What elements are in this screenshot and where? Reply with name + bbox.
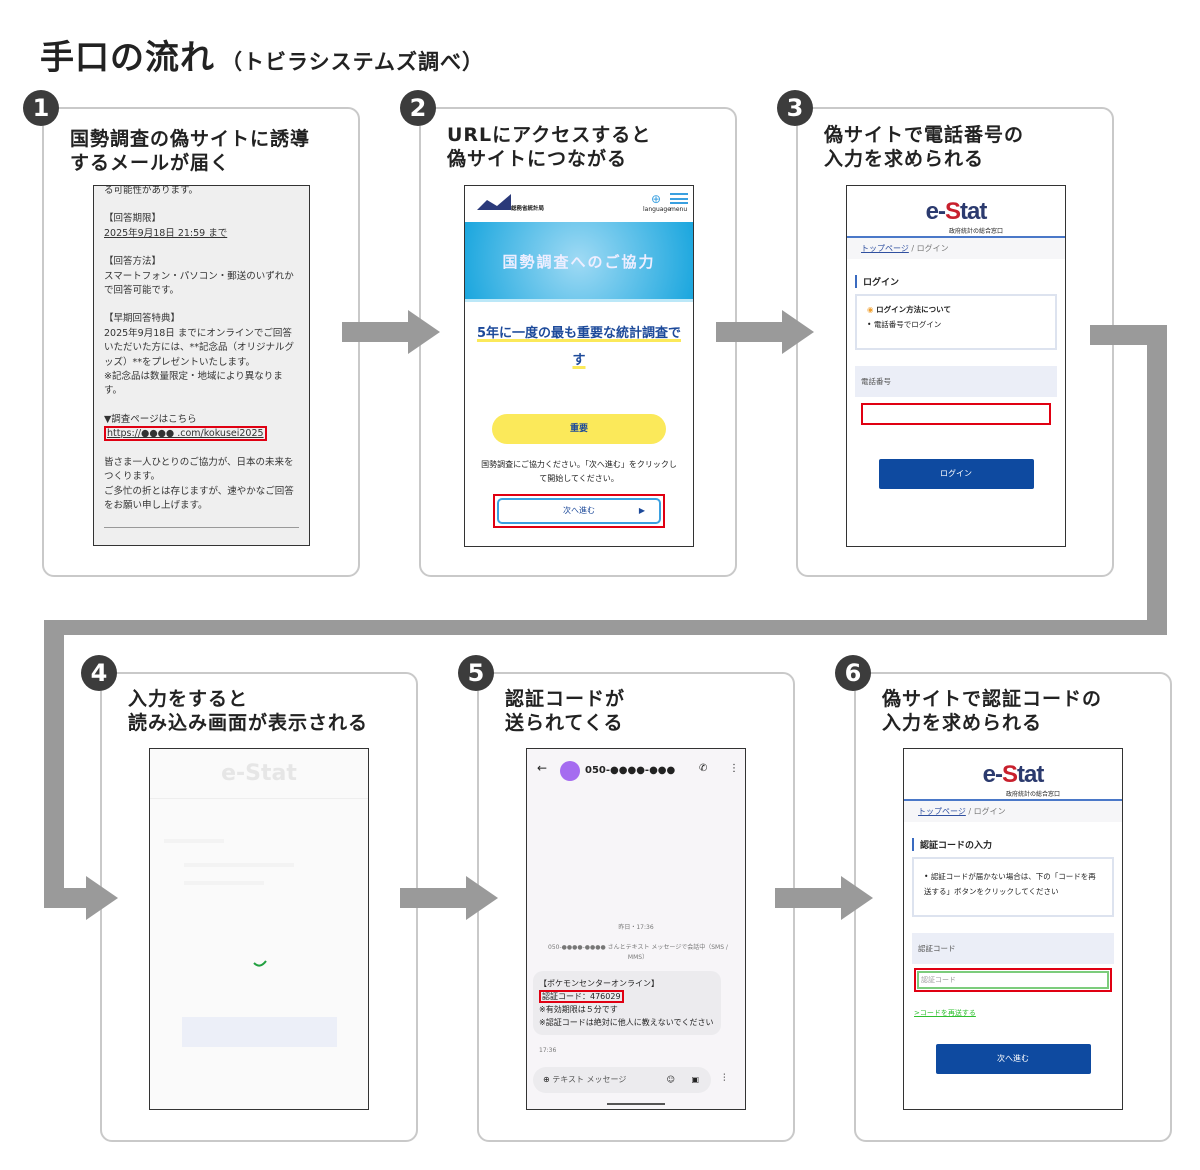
phone-icon[interactable]: ✆ (699, 763, 708, 774)
phone-label: 電話番号 (855, 366, 1057, 397)
caret-right-icon: ▶ (638, 506, 645, 515)
email-heading: ▼調査ページはこちら (104, 413, 197, 425)
email-heading: 【回答方法】 (104, 256, 162, 268)
email-text: ご多忙の折とは存じますが、速やかなご回答をお願い申し上げます。 (104, 485, 294, 511)
code-label: 認証コード (912, 933, 1114, 964)
email-text: る可能性があります。 (104, 185, 199, 196)
section-heading: ログイン (855, 275, 1057, 288)
step-number: 6 (835, 655, 871, 691)
message-time: 17:36 (539, 1047, 557, 1054)
code-input[interactable]: 認証コード (917, 971, 1109, 989)
step-title: 国勢調査の偽サイトに誘導 するメールが届く (70, 128, 311, 174)
menu-label[interactable]: menu (670, 206, 688, 213)
next-button[interactable]: 次へ進む (935, 1044, 1091, 1074)
sender-number: 050-●●●●-●●● (585, 765, 676, 776)
phone-input[interactable] (861, 403, 1051, 425)
step-title: 偽サイトで認証コードの 入力を求められる (882, 688, 1103, 734)
email-text: スマートフォン・パソコン・郵送のいずれかで回答可能です。 (104, 270, 294, 297)
step-title: 偽サイトで電話番号の 入力を求められる (824, 124, 1025, 170)
menu-icon[interactable] (670, 193, 688, 204)
login-button[interactable]: ログイン (878, 459, 1034, 489)
instruction-text: 国勢調査にご協力ください。「次へ進む」をクリックして開始してください。 (481, 460, 677, 483)
globe-icon[interactable]: ⊕ (651, 192, 662, 206)
faded-button (182, 1017, 337, 1047)
email-text: 2025年9月18日 までにオンラインでご回答いただいた方には、**記念品（オリ… (104, 327, 295, 368)
emoji-icon[interactable]: ☺ (666, 1075, 675, 1084)
loading-spinner-icon (253, 960, 267, 967)
headline: 5年に一度の最も重要な統計調査です (476, 326, 682, 368)
breadcrumb-top[interactable]: トップページ (861, 244, 909, 253)
arrow-icon (716, 310, 814, 354)
language-label[interactable]: language (643, 206, 671, 213)
verification-code: 認証コード：476029 (539, 990, 624, 1003)
breadcrumb-top[interactable]: トップページ (918, 807, 966, 816)
arrow-icon (400, 876, 498, 920)
section-heading: 認証コードの入力 (912, 838, 1114, 851)
info-box: • 認証コードが届かない場合は、下の「コードを再送する」ボタンをクリックしてくだ… (912, 857, 1114, 917)
message-input[interactable]: ⊕ テキスト メッセージ☺▣ (533, 1067, 711, 1093)
step-number: 2 (400, 90, 436, 126)
conversation-notice: 050-●●●●-●●●● さんとテキスト メッセージで会話中（SMS / MM… (548, 944, 728, 961)
banner: 国勢調査へのご協力 (465, 222, 693, 302)
important-badge: 重要 (492, 414, 666, 444)
resend-link[interactable]: >コードを再送する (914, 1009, 976, 1017)
step-number: 3 (777, 90, 813, 126)
date-label: 昨日・17:36 (618, 924, 654, 931)
divider (104, 527, 299, 529)
next-button[interactable]: 次へ進む▶ (497, 498, 661, 524)
breadcrumb: トップページ / ログイン (847, 238, 1065, 259)
step-number: 4 (81, 655, 117, 691)
faded-content (164, 839, 354, 939)
fake-site-screenshot: 総務省統計局 ⊕ language menu 国勢調査へのご協力 5年に一度の最… (464, 185, 694, 547)
faded-logo: e-Stat (150, 749, 368, 799)
arrow-icon (342, 310, 440, 354)
highlight-box: 次へ進む▶ (493, 494, 665, 528)
step-title: 入力をすると 読み込み画面が表示される (128, 688, 369, 734)
home-indicator (607, 1103, 665, 1105)
step-title: URLにアクセスすると 偽サイトにつながる (447, 124, 652, 170)
arrow-icon (775, 876, 873, 920)
email-screenshot: る可能性があります。 【回答期限】 2025年9月18日 21:59 まで 【回答… (93, 185, 310, 546)
page-title: 手口の流れ（トビラシステムズ調べ） (40, 38, 484, 78)
email-text: ※記念品は数量限定・地域により異なります。 (104, 371, 283, 397)
breadcrumb: トップページ / ログイン (904, 801, 1122, 822)
more-icon[interactable]: ⋮ (729, 763, 739, 774)
step-number: 1 (23, 90, 59, 126)
voice-icon[interactable]: ⫶ (723, 1073, 726, 1084)
back-icon[interactable]: ← (537, 761, 548, 775)
gallery-icon[interactable]: ▣ (691, 1075, 699, 1084)
email-deadline: 2025年9月18日 21:59 まで (104, 227, 228, 239)
step-number: 5 (458, 655, 494, 691)
step-title: 認証コードが 送られてくる (505, 688, 626, 734)
connector-line (44, 325, 1167, 920)
avatar (560, 761, 580, 781)
loading-screenshot: e-Stat (149, 748, 369, 1110)
add-icon[interactable]: ⊕ (543, 1075, 550, 1084)
highlight-box: 認証コード (914, 968, 1112, 992)
org-name: 総務省統計局 (511, 206, 545, 212)
phishing-link[interactable]: https://●●●● .com/kokusei2025 (104, 426, 267, 442)
info-box: ◉ ログイン方法について• 電話番号でログイン (855, 294, 1057, 350)
sms-screenshot: ← 050-●●●●-●●● ✆ ⋮ 昨日・17:36 050-●●●●-●●●… (526, 748, 746, 1110)
email-heading: 【早期回答特典】 (104, 313, 181, 325)
logo-icon (477, 194, 511, 210)
email-text: 皆さま一人ひとりのご協力が、日本の未来をつくります。 (104, 456, 294, 483)
message-bubble: 【ポケモンセンターオンライン】 認証コード：476029 ※有効期限は５分です … (533, 971, 721, 1035)
email-heading: 【回答期限】 (104, 213, 162, 225)
